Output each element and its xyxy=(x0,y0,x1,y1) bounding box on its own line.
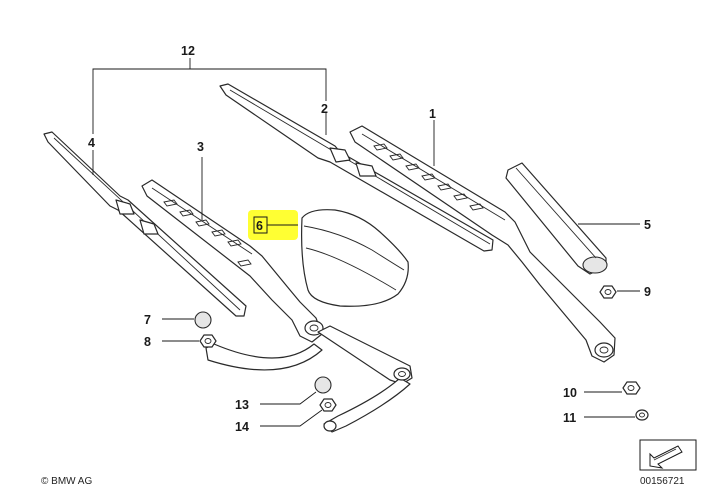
part-9-nut[interactable] xyxy=(599,285,617,299)
part-1-wiper-arm[interactable] xyxy=(349,125,616,363)
part-11-washer[interactable] xyxy=(635,409,649,421)
callout-7[interactable]: 7 xyxy=(144,313,151,327)
part-3-wiper-arm[interactable] xyxy=(141,179,324,343)
callout-13[interactable]: 13 xyxy=(235,398,249,412)
callout-2[interactable]: 2 xyxy=(321,102,328,116)
part-13-cap[interactable] xyxy=(314,376,332,394)
part-6-trim-cover[interactable] xyxy=(301,209,409,307)
part-5-cap[interactable] xyxy=(505,162,608,275)
part-14-nut[interactable] xyxy=(319,398,337,412)
part-10-nut[interactable] xyxy=(622,381,641,395)
part-2-wiper-blade[interactable] xyxy=(219,83,494,252)
callout-11[interactable]: 11 xyxy=(563,411,576,425)
callout-14[interactable]: 14 xyxy=(235,420,249,434)
part-8-nut[interactable] xyxy=(199,334,217,348)
callout-1[interactable]: 1 xyxy=(429,107,436,121)
arm-1-slots xyxy=(373,143,484,211)
callout-4[interactable]: 4 xyxy=(88,136,95,150)
callout-3[interactable]: 3 xyxy=(197,140,204,154)
callout-5[interactable]: 5 xyxy=(644,218,651,232)
callout-9[interactable]: 9 xyxy=(644,285,651,299)
arm-3-slots xyxy=(163,199,252,267)
diagram-id: 00156721 xyxy=(640,476,685,487)
orientation-arrow-icon xyxy=(639,439,697,471)
linkage-rod[interactable] xyxy=(205,325,413,433)
callout-8[interactable]: 8 xyxy=(144,335,151,349)
part-4-wiper-blade[interactable] xyxy=(43,131,247,317)
callout-12[interactable]: 12 xyxy=(181,44,195,58)
callout-10[interactable]: 10 xyxy=(563,386,577,400)
copyright-text: © BMW AG xyxy=(41,476,92,487)
group-bracket-12: 12 xyxy=(92,44,327,134)
part-7-cap[interactable] xyxy=(194,311,212,329)
callout-6[interactable]: 6 xyxy=(256,219,263,233)
